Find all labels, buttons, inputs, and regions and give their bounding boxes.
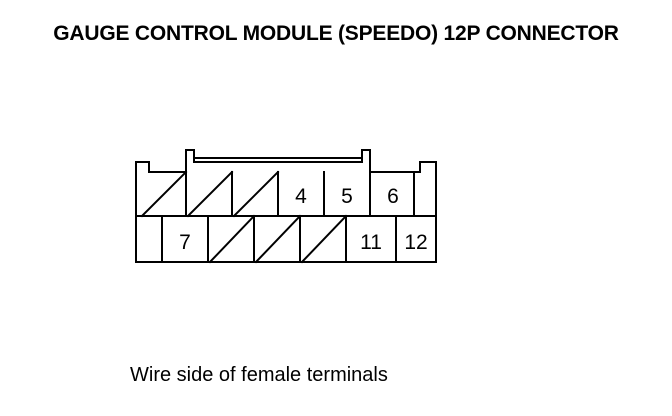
terminal-label-7: 7 [179,231,191,254]
terminal-label-4: 4 [295,185,307,208]
diagram-title: GAUGE CONTROL MODULE (SPEEDO) 12P CONNEC… [53,22,619,45]
connector-housing [135,149,437,263]
terminal-label-12: 12 [404,231,427,254]
empty-cavity-slash [232,170,280,218]
empty-cavity-slash [186,170,234,218]
empty-cavity-slash [208,214,256,264]
terminal-label-5: 5 [341,185,353,208]
diagram-caption: Wire side of female terminals [130,364,388,386]
empty-cavity-slash [254,214,302,264]
terminal-label-11: 11 [360,231,382,254]
terminal-label-6: 6 [387,185,399,208]
empty-cavity-slash [300,214,348,264]
empty-cavity-slash [140,170,188,218]
